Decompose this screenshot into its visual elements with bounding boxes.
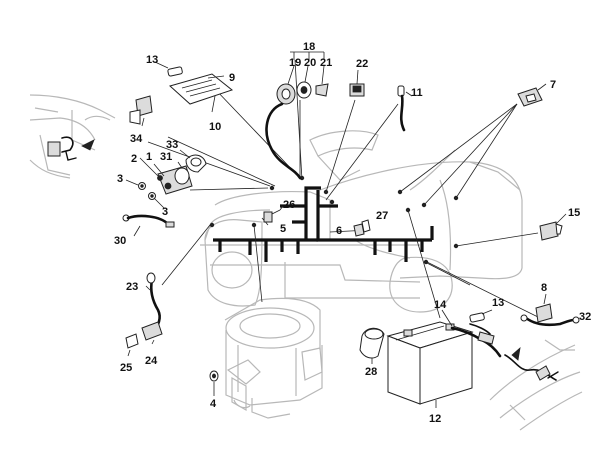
callout-5: 5 <box>280 223 286 235</box>
callout-7: 7 <box>550 79 556 91</box>
callout-20: 20 <box>304 57 316 69</box>
callout-24: 24 <box>145 355 158 367</box>
callout-34: 34 <box>130 133 143 145</box>
part-12-battery <box>386 321 474 408</box>
callout-30: 30 <box>114 235 126 247</box>
leader-lines <box>147 59 541 319</box>
callout-3-upper: 3 <box>117 173 123 185</box>
callout-31: 31 <box>160 151 172 163</box>
callout-3-lower: 3 <box>162 206 168 218</box>
part-13-fuse-right <box>469 309 493 323</box>
part-23-ignition-lead <box>145 272 161 332</box>
callout-22: 22 <box>356 58 368 70</box>
part-33-terminal-boot <box>179 149 207 173</box>
callout-12: 12 <box>429 413 441 425</box>
wiring-harness-6 <box>316 190 434 262</box>
part-22-switch <box>349 69 365 97</box>
wiring-harness-5 <box>213 186 321 262</box>
callout-8: 8 <box>541 282 547 294</box>
part-15-seat-switch <box>539 213 567 241</box>
callout-28: 28 <box>365 366 377 378</box>
callout-26: 26 <box>283 199 295 211</box>
callout-15: 15 <box>568 207 580 219</box>
part-7-safety-switch <box>517 83 547 107</box>
callout-18: 18 <box>303 41 315 53</box>
part-9-cover-plate <box>168 73 234 105</box>
engine-outline <box>224 297 323 419</box>
part-30-cable <box>122 214 175 237</box>
callout-6: 6 <box>336 225 342 237</box>
callout-14: 14 <box>434 299 447 311</box>
callout-10: 10 <box>209 121 221 133</box>
tractor-outline <box>200 130 523 313</box>
inset-top-left <box>29 94 116 179</box>
callout-11: 11 <box>411 87 423 99</box>
callout-21: 21 <box>320 57 332 69</box>
callout-4: 4 <box>210 398 217 410</box>
part-8-32-connector-cable <box>520 293 580 327</box>
callout-9: 9 <box>229 72 235 84</box>
part-14-battery-cable <box>441 309 502 358</box>
part-26-connector <box>263 209 281 223</box>
callout-2: 2 <box>131 153 137 165</box>
part-4-nut <box>209 370 219 396</box>
callout-25: 25 <box>120 362 132 374</box>
callout-1: 1 <box>146 151 152 163</box>
callout-labels: 13 9 10 18 19 20 21 22 11 7 34 33 2 1 31… <box>114 41 591 425</box>
callout-13-right: 13 <box>492 297 504 309</box>
part-25-plug <box>125 333 139 357</box>
inset-bottom-right <box>489 339 583 431</box>
callout-23: 23 <box>126 281 138 293</box>
part-10-leader <box>211 95 216 113</box>
part-1-solenoid <box>139 157 193 195</box>
part-11-wire <box>397 85 413 132</box>
part-24-connector <box>141 321 163 345</box>
part-34-bracket <box>129 95 153 127</box>
part-3-nuts <box>125 179 165 209</box>
part-28-terminal-cover <box>359 327 385 364</box>
callout-19: 19 <box>289 57 301 69</box>
callout-33: 33 <box>166 139 178 151</box>
callout-13-top: 13 <box>146 54 158 66</box>
part-19-20-21-ignition-switch <box>265 51 329 180</box>
part-27-relay <box>353 219 371 237</box>
callout-32: 32 <box>579 311 591 323</box>
callout-27: 27 <box>376 210 388 222</box>
harness-connection-dots <box>209 175 459 265</box>
part-13-fuse-top <box>154 61 183 77</box>
